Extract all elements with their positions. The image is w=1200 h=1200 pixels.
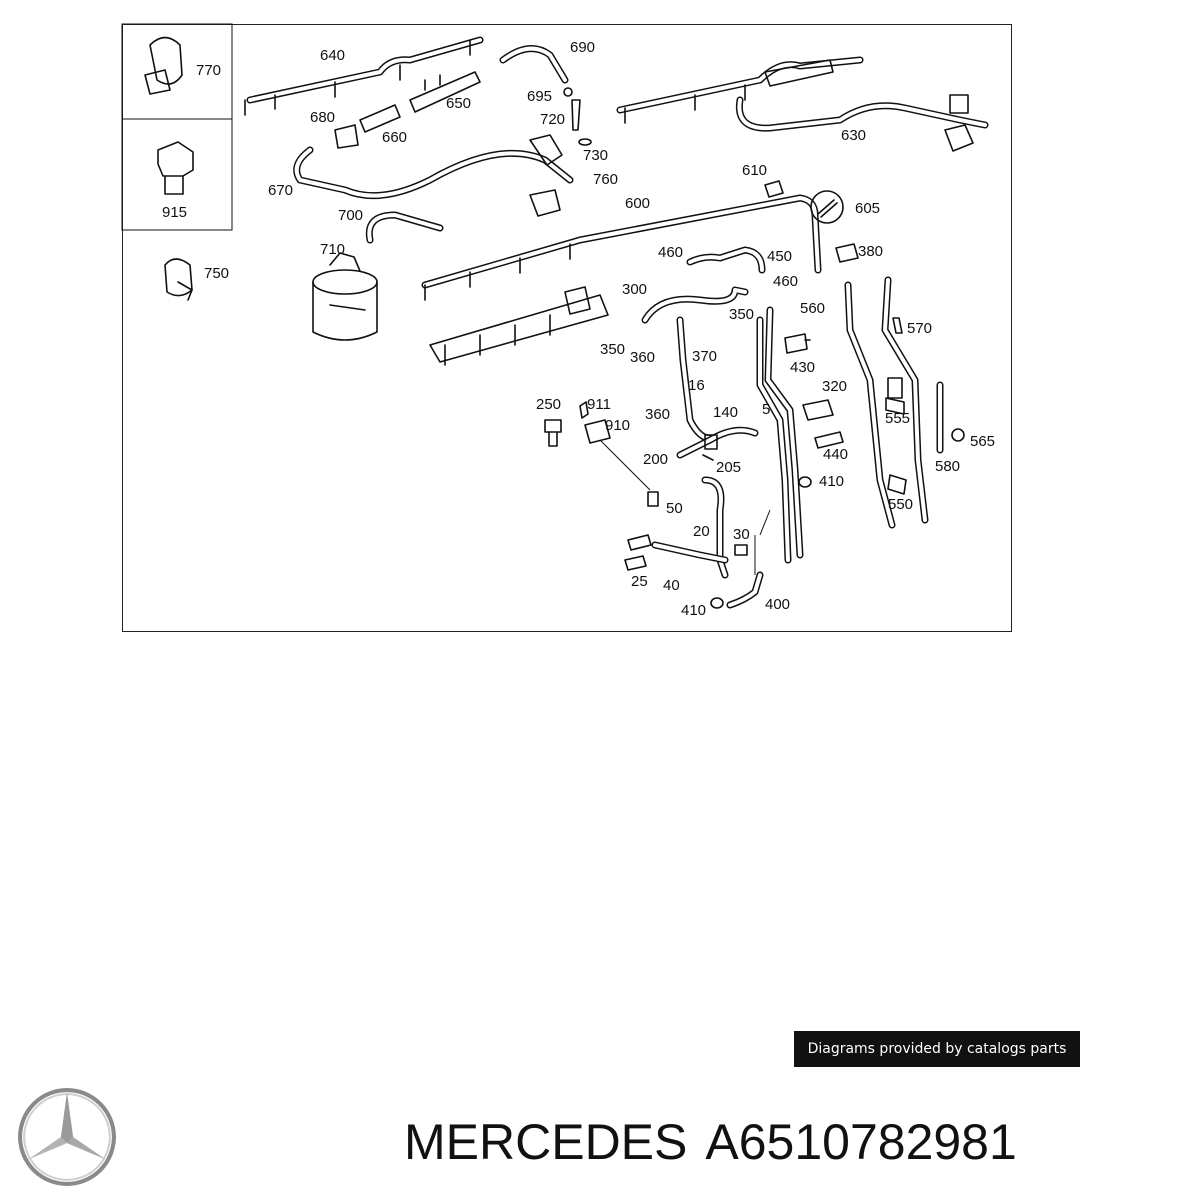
fuel-lines-560 bbox=[844, 276, 929, 529]
part-label: 580 bbox=[935, 458, 960, 475]
part-label: 650 bbox=[446, 95, 471, 112]
fuel-filter-icon bbox=[312, 252, 378, 341]
part-label: 410 bbox=[819, 473, 844, 490]
part-label: 565 bbox=[970, 433, 995, 450]
brand-name: MERCEDES bbox=[404, 1114, 688, 1170]
bolt-430 bbox=[784, 333, 811, 354]
high-pressure-rail-300 bbox=[429, 286, 609, 366]
part-label: 695 bbox=[527, 88, 552, 105]
part-label: 700 bbox=[338, 207, 363, 224]
part-label: 555 bbox=[885, 410, 910, 427]
part-label: 605 bbox=[855, 200, 880, 217]
part-label: 570 bbox=[907, 320, 932, 337]
part-label: 300 bbox=[622, 281, 647, 298]
part-label: 720 bbox=[540, 111, 565, 128]
bracket-320 bbox=[802, 399, 834, 421]
clip-25 bbox=[624, 534, 652, 571]
part-label: 20 bbox=[693, 523, 710, 540]
part-label: 380 bbox=[858, 243, 883, 260]
clip-555 bbox=[885, 377, 905, 415]
part-label: 140 bbox=[713, 404, 738, 421]
part-label: 40 bbox=[663, 577, 680, 594]
return-line-630 bbox=[735, 94, 989, 152]
part-label: 205 bbox=[716, 459, 741, 476]
part-label: 750 bbox=[204, 265, 229, 282]
part-label: 430 bbox=[790, 359, 815, 376]
hose-700 bbox=[365, 211, 444, 244]
inset-boxes bbox=[121, 23, 233, 231]
part-label: 400 bbox=[765, 596, 790, 613]
grommet-410 bbox=[710, 597, 724, 609]
part-label: 670 bbox=[268, 182, 293, 199]
part-label: 440 bbox=[823, 446, 848, 463]
sleeve-660 bbox=[359, 104, 401, 133]
sensor-200 bbox=[676, 426, 759, 461]
clip-icon bbox=[157, 141, 194, 195]
sensor-910 bbox=[579, 401, 659, 507]
credit-banner: Diagrams provided by catalogs parts bbox=[794, 1031, 1080, 1067]
fuel-rail-600 bbox=[421, 180, 822, 301]
part-label: 25 bbox=[631, 573, 648, 590]
part-label: 910 bbox=[605, 417, 630, 434]
small-parts-695-730 bbox=[563, 87, 592, 146]
part-label: 710 bbox=[320, 241, 345, 258]
part-label: 30 bbox=[733, 526, 750, 543]
wrench-icon bbox=[810, 190, 844, 224]
fuel-lines-5 bbox=[756, 306, 804, 564]
part-label: 370 bbox=[692, 348, 717, 365]
part-label: 610 bbox=[742, 162, 767, 179]
part-number: A6510782981 bbox=[705, 1114, 1017, 1170]
product-title: MERCEDES A6510782981 bbox=[404, 1112, 1194, 1172]
clip-565 bbox=[951, 428, 965, 442]
fuel-rail-640 bbox=[244, 36, 484, 116]
part-label: 730 bbox=[583, 147, 608, 164]
injector-650 bbox=[409, 71, 481, 113]
clip-icon bbox=[144, 36, 183, 95]
part-label: 350 bbox=[600, 341, 625, 358]
part-label: 410 bbox=[681, 602, 706, 619]
bolt-440 bbox=[814, 431, 844, 449]
part-label: 770 bbox=[196, 62, 221, 79]
part-label: 690 bbox=[570, 39, 595, 56]
part-label: 550 bbox=[888, 496, 913, 513]
part-labels: 640 690 770 680 650 695 720 660 730 630 … bbox=[162, 39, 995, 619]
part-label: 5 bbox=[762, 401, 770, 418]
part-label: 640 bbox=[320, 47, 345, 64]
part-label: 320 bbox=[822, 378, 847, 395]
part-label: 200 bbox=[643, 451, 668, 468]
part-label: 460 bbox=[773, 273, 798, 290]
hose-400 bbox=[726, 509, 771, 609]
clip-30 bbox=[734, 544, 748, 556]
part-label: 560 bbox=[800, 300, 825, 317]
part-label: 660 bbox=[382, 129, 407, 146]
part-label: 50 bbox=[666, 500, 683, 517]
part-label: 460 bbox=[658, 244, 683, 261]
hose-690 bbox=[499, 45, 569, 84]
part-label: 680 bbox=[310, 109, 335, 126]
part-label: 760 bbox=[593, 171, 618, 188]
part-label: 360 bbox=[645, 406, 670, 423]
part-label: 350 bbox=[729, 306, 754, 323]
part-label: 450 bbox=[767, 248, 792, 265]
diagram-frame bbox=[122, 24, 1012, 632]
bracket-380 bbox=[835, 243, 859, 263]
part-label: 16 bbox=[688, 377, 705, 394]
part-label: 360 bbox=[630, 349, 655, 366]
part-label: 250 bbox=[536, 396, 561, 413]
hose-450 bbox=[686, 246, 766, 274]
clip-icon bbox=[164, 258, 193, 301]
mercedes-star-logo bbox=[18, 1088, 116, 1186]
grommet-410 bbox=[798, 476, 812, 488]
part-label: 915 bbox=[162, 204, 187, 221]
clip-680 bbox=[334, 124, 359, 149]
part-label: 630 bbox=[841, 127, 866, 144]
bolt-250 bbox=[544, 419, 562, 447]
part-label: 911 bbox=[587, 396, 611, 413]
return-line-670 bbox=[293, 134, 574, 217]
fuel-rail-630 bbox=[616, 56, 864, 124]
clip-550 bbox=[887, 474, 907, 495]
part-label: 600 bbox=[625, 195, 650, 212]
hose-20 bbox=[651, 476, 729, 579]
